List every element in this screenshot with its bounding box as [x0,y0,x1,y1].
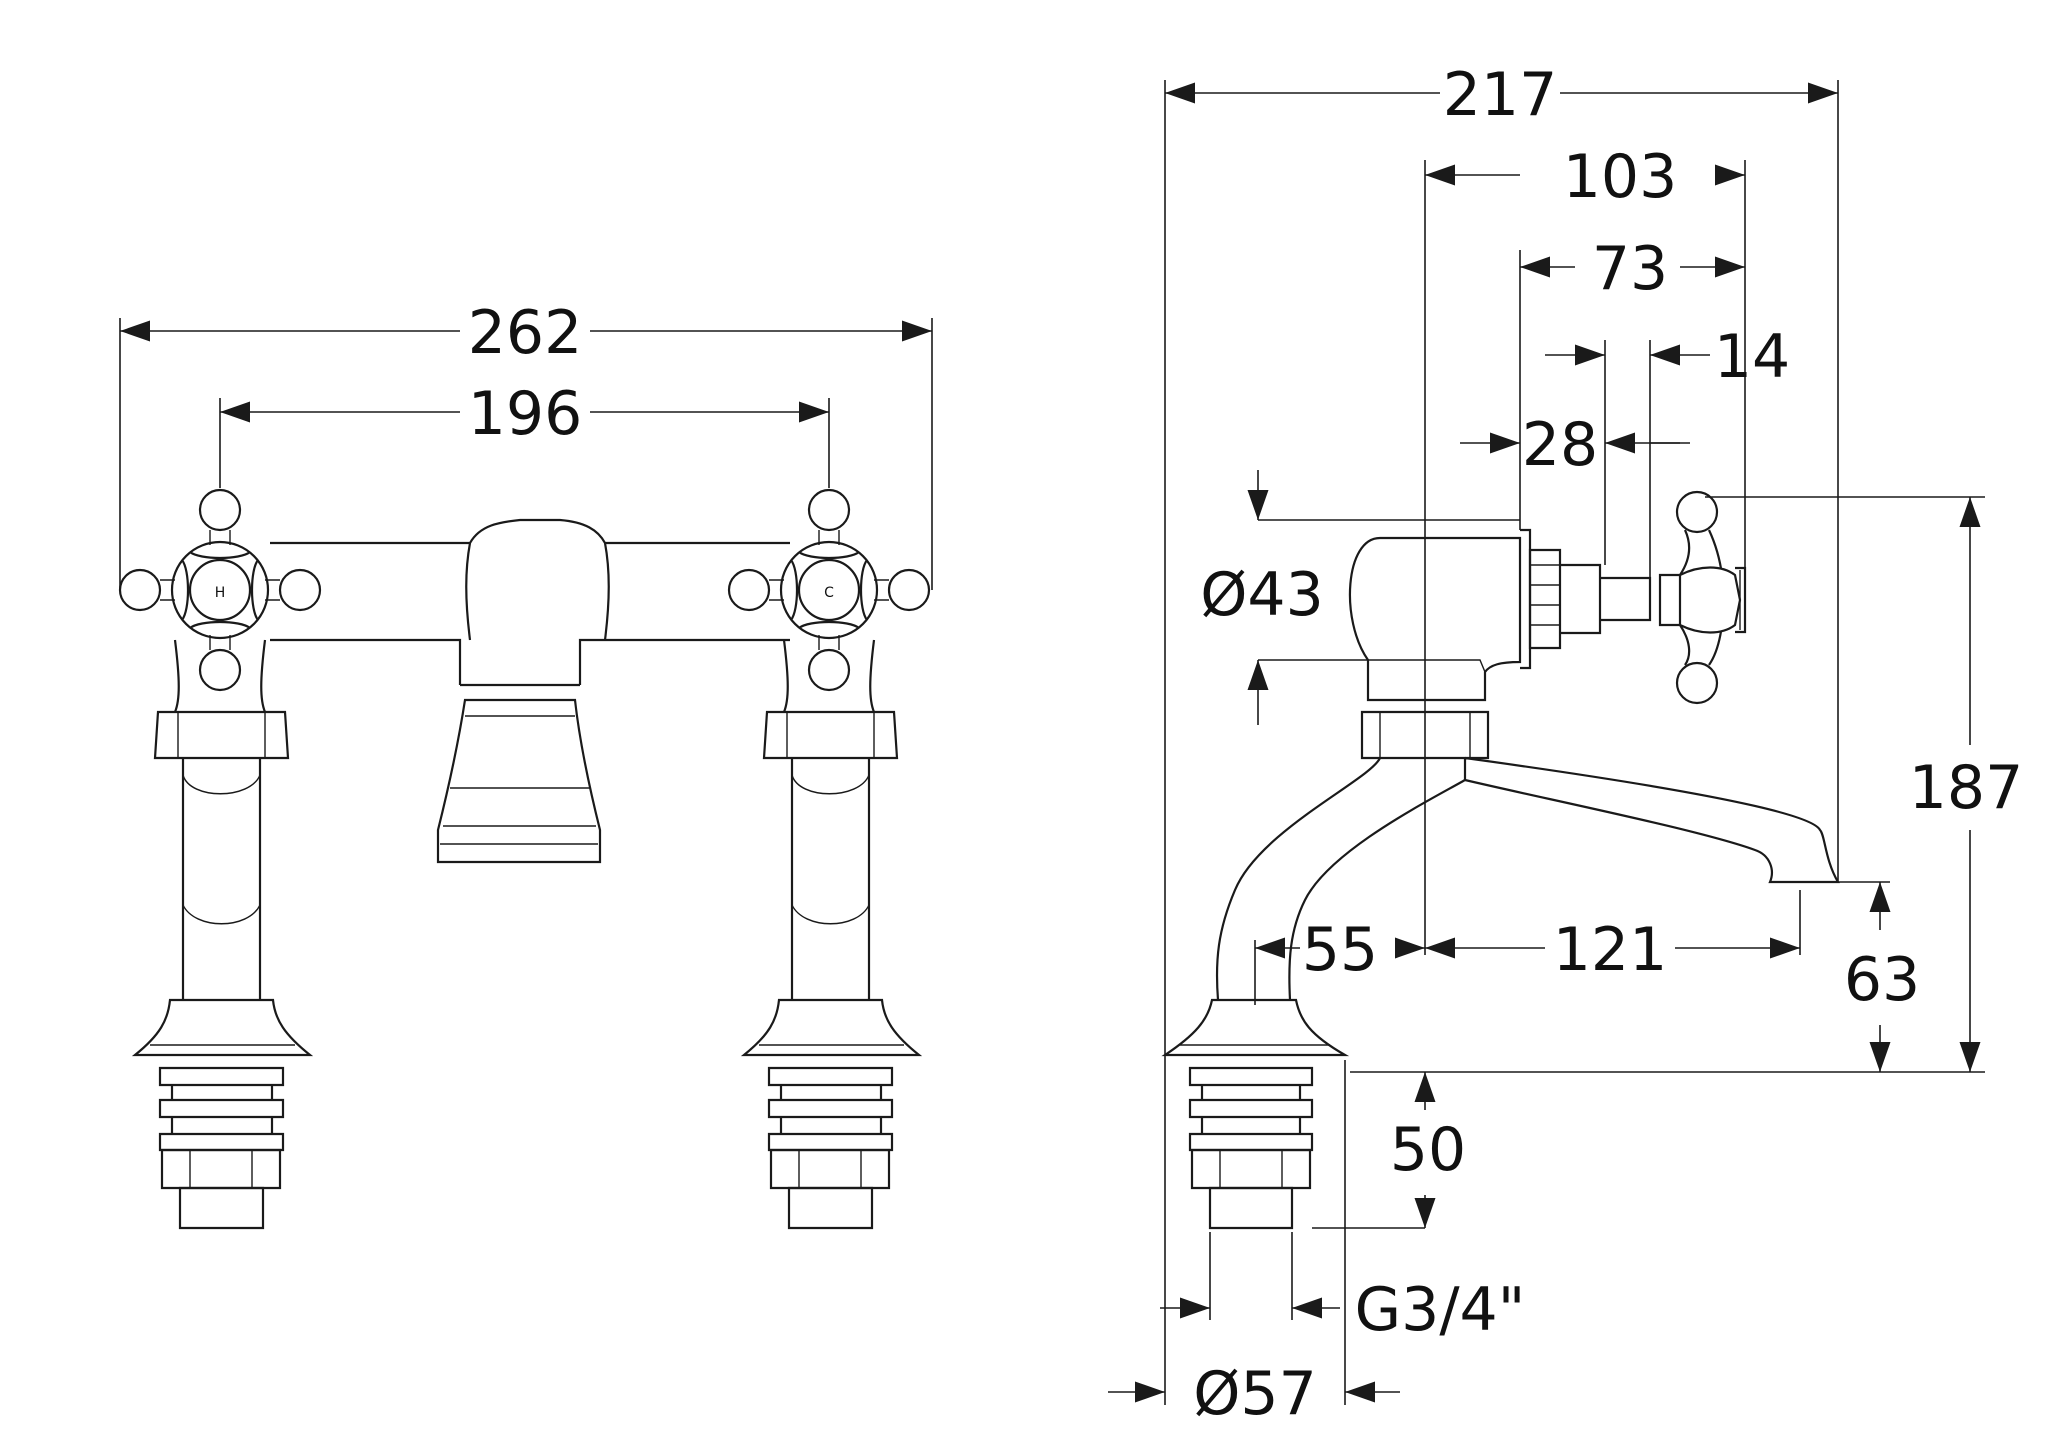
side-view: 217 103 73 14 28 Ø43 187 63 55 121 50 G3… [1108,60,2023,1429]
front-view: H C [118,298,933,1230]
dim-spout-projection: 121 [1553,915,1668,985]
dim-centres: 196 [468,379,583,449]
dim-handle-hub: 14 [1714,322,1790,392]
dim-overall-depth: 217 [1443,60,1558,130]
dim-overall-height: 187 [1909,753,2024,823]
front-dimensions: 262 196 [119,298,933,590]
cold-marker: C [824,585,834,601]
bridge-body [270,518,790,687]
dim-overall-width: 262 [468,298,583,368]
dim-shank-to-spout-axis: 55 [1302,915,1378,985]
side-dimension-lines [1108,82,1981,1403]
dim-spindle: 28 [1522,410,1598,480]
side-extension-lines [1164,80,1985,1405]
side-spout [1161,710,1840,1230]
dim-flange-diameter: Ø57 [1193,1359,1317,1429]
left-valve: H [118,488,322,1230]
dim-thread: G3/4" [1355,1275,1526,1345]
dim-body-diameter: Ø43 [1200,560,1324,630]
side-dimension-labels: 217 103 73 14 28 Ø43 187 63 55 121 50 G3… [1193,60,2023,1429]
dim-shank-length: 50 [1390,1115,1466,1185]
front-spout [436,698,602,864]
dim-spout-axis-to-handle: 103 [1563,142,1678,212]
dim-spout-height: 63 [1844,945,1920,1015]
dim-body-to-handle: 73 [1592,234,1668,304]
hot-marker: H [215,585,226,601]
side-valve-body [1348,490,1747,705]
right-valve: C [727,488,931,1230]
